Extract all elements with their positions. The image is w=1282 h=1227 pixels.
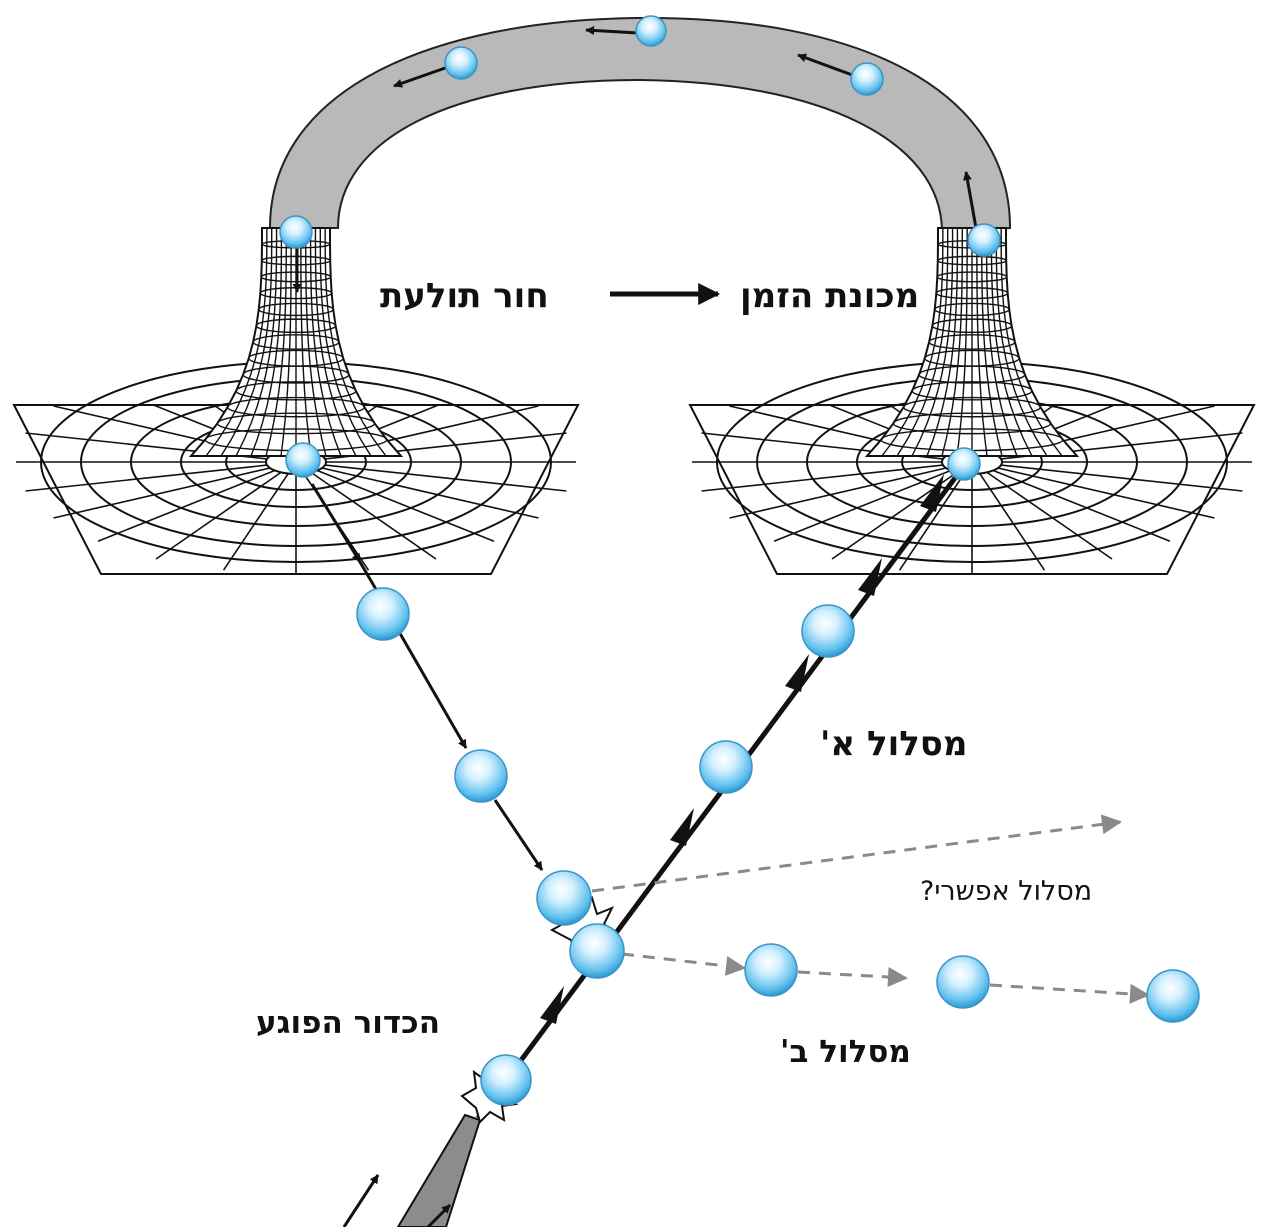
ball — [744, 943, 798, 997]
ball — [454, 749, 508, 803]
balls-layer — [279, 15, 1200, 1106]
path-a-line — [396, 474, 958, 1227]
ball — [635, 15, 667, 47]
possible-path-dashed — [591, 814, 1122, 893]
wormhole-mouth-right — [688, 227, 1256, 575]
path-b-dashed — [621, 952, 1150, 1004]
ball — [850, 62, 884, 96]
label-striking-ball: הכדור הפוגע — [256, 1005, 441, 1041]
tube-motion-arrows — [292, 25, 978, 293]
ball — [1146, 969, 1200, 1023]
ball — [699, 740, 753, 794]
ball — [279, 215, 313, 249]
label-wormhole: חור תולעת — [380, 276, 549, 316]
ball — [967, 223, 1001, 257]
ball — [936, 955, 990, 1009]
bottom-side-arrows — [342, 1174, 452, 1227]
ball — [356, 587, 410, 641]
ball — [444, 46, 478, 80]
ball — [285, 442, 321, 478]
label-path-b: מסלול ב' — [780, 1034, 911, 1070]
label-possible-path: מסלול אפשרי? — [920, 876, 1093, 907]
ball — [480, 1054, 532, 1106]
ball — [536, 870, 592, 926]
wormhole-mouth-left — [12, 227, 580, 575]
label-path-a: מסלול א' — [820, 724, 968, 764]
ball — [801, 604, 855, 658]
ball — [569, 923, 625, 979]
ball — [947, 447, 981, 481]
wormhole-arch-tube — [268, 16, 1012, 234]
label-time-machine: מכונת הזמן — [740, 276, 920, 316]
